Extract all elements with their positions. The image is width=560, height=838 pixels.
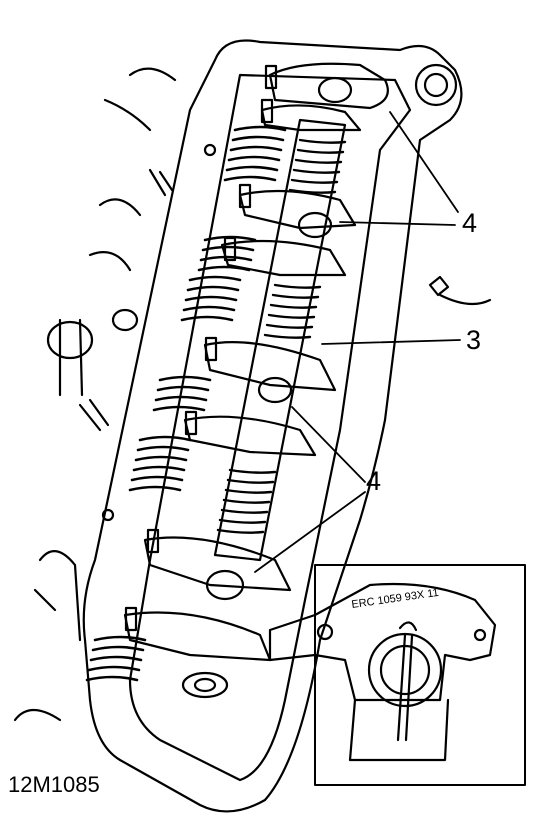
cylinder-head-rim: [128, 73, 412, 782]
adjusting-screws: [124, 64, 278, 632]
rocker-arms: [123, 62, 389, 662]
rocker-shaft: [213, 118, 347, 562]
engine-surroundings: [13, 67, 492, 722]
leader-lines: [254, 111, 461, 573]
shaft-springs: [216, 138, 347, 534]
valve-springs: [85, 125, 287, 682]
callout-4-top: 4: [462, 208, 478, 238]
figure-reference: 12M1085: [8, 772, 100, 797]
callout-3: 3: [466, 325, 482, 355]
inset-stamp-text: ERC 1059 93X 11: [351, 587, 440, 611]
cylinder-head-flange: [82, 39, 463, 813]
inset-detail: [268, 582, 497, 762]
callout-4-lower: 4: [366, 466, 382, 496]
inset-frame: [314, 564, 526, 786]
pedestal-bolts: [181, 76, 353, 699]
